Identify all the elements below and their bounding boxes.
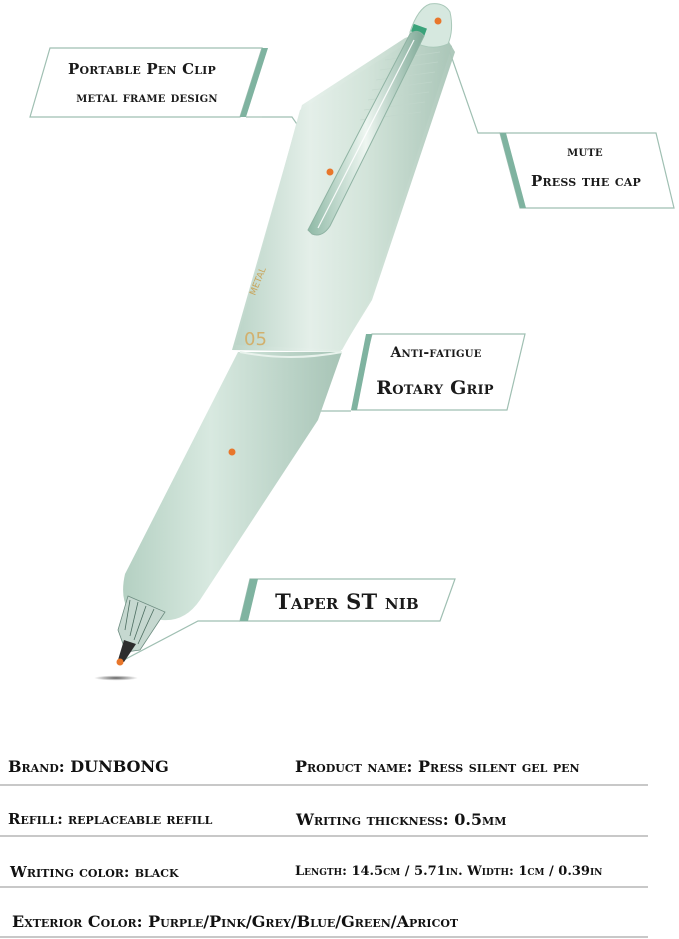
spec-divider [0,886,648,888]
spec-writing-thickness: Writing thickness: 0.5mm [296,810,507,829]
callout-clip-title: Portable Pen Clip [68,60,216,78]
marker-clip-dot [326,168,334,176]
spec-divider [0,784,648,786]
pen-size-label: 05 [244,329,267,350]
callout-clip-subtitle: metal frame design [76,90,218,106]
pen-shadow [94,675,138,681]
callout-mute-subtitle: Press the cap [530,172,642,190]
marker-cap-dot [434,17,442,25]
callout-box-nib [119,578,456,663]
callout-grip-title: Anti-fatigue [390,345,482,361]
pen-body: METAL 05 [94,3,455,681]
marker-grip-dot [228,448,236,456]
callout-grip-subtitle: Rotary Grip [376,377,494,399]
callout-mute-title: mute [567,144,603,160]
spec-refill: Refill: replaceable refill [8,810,213,828]
spec-divider [0,936,648,938]
callout-box-grip [233,333,526,453]
spec-brand: Brand: DUNBONG [8,757,169,776]
spec-dimensions: Length: 14.5cm / 5.71in. Width: 1cm / 0.… [295,864,603,879]
spec-exterior-color: Exterior Color: Purple/Pink/Grey/Blue/Gr… [12,912,459,931]
spec-writing-color: Writing color: black [10,863,179,881]
callout-nib-title: Taper ST nib [275,589,419,614]
spec-product-name: Product name: Press silent gel pen [295,757,580,776]
spec-divider [0,835,648,837]
marker-nib-dot [116,658,124,666]
callout-box-mute [438,20,675,209]
